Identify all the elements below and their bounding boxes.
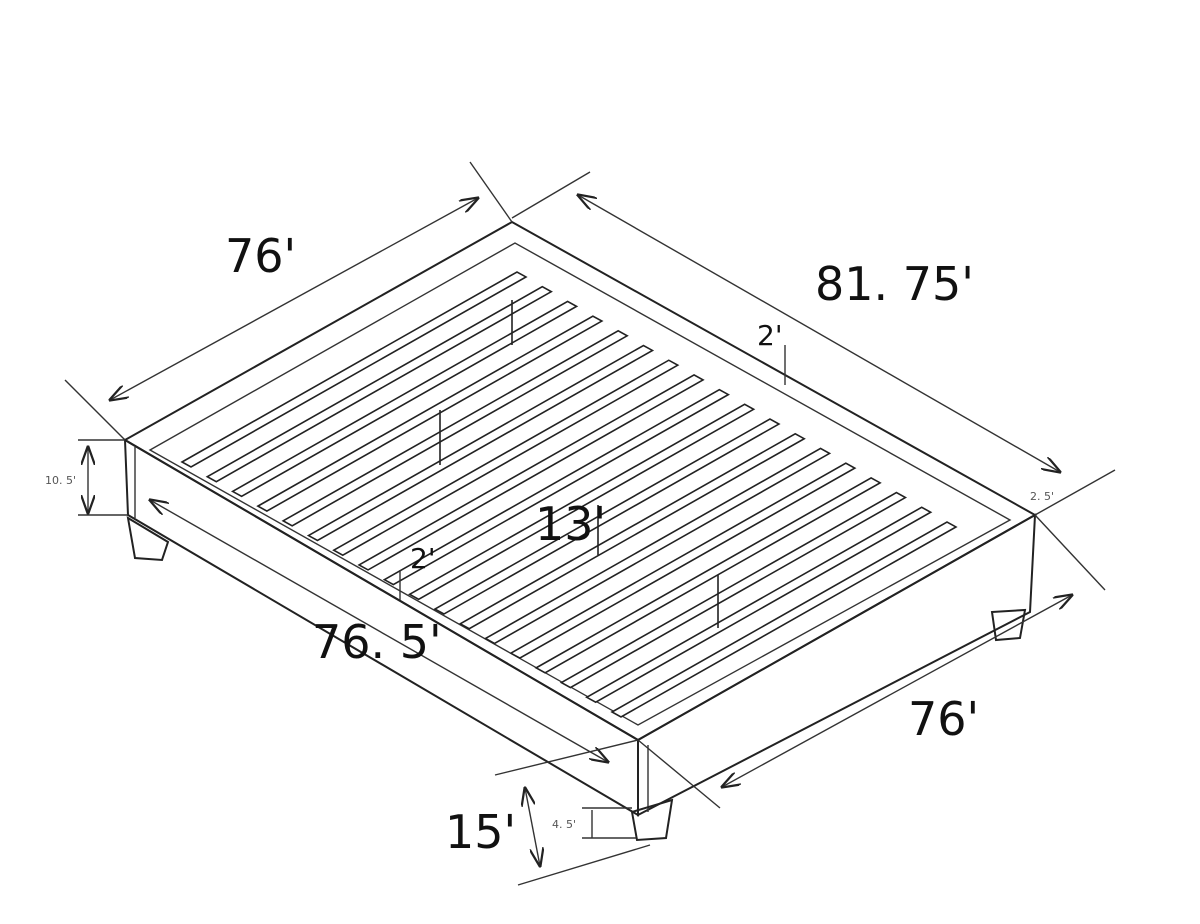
slats	[180, 271, 958, 718]
slat	[585, 506, 933, 704]
label-top-left-width: 76'	[225, 229, 296, 283]
slat	[332, 359, 680, 557]
slat	[230, 300, 579, 498]
slat	[256, 315, 604, 512]
slat	[509, 462, 857, 660]
slat	[205, 285, 553, 483]
slat	[559, 491, 908, 689]
slat	[458, 432, 806, 630]
slat	[382, 388, 730, 586]
label-slat-gap-back: 2'	[757, 319, 783, 352]
label-length: 81. 75'	[815, 257, 974, 311]
slat	[180, 271, 528, 468]
label-side-length: 76. 5'	[312, 615, 442, 669]
slat	[433, 418, 781, 615]
label-front-width: 76'	[908, 692, 979, 746]
label-rail-thickness: 2. 5'	[1030, 490, 1054, 503]
label-center-height: 13'	[535, 497, 606, 551]
dimension-lines	[64, 161, 1116, 886]
label-slat-gap-front: 2'	[410, 542, 436, 575]
slat	[357, 374, 705, 571]
label-side-rail-height: 10. 5'	[45, 474, 76, 487]
label-leg-height: 4. 5'	[552, 818, 576, 831]
label-total-height: 15'	[445, 805, 516, 859]
